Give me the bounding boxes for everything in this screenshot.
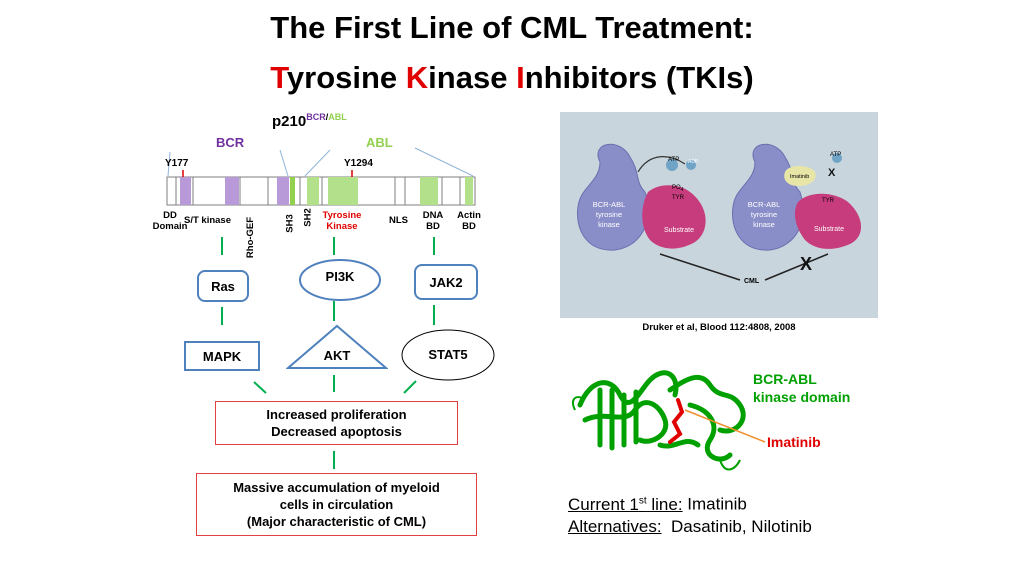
po4-text: PO <box>672 185 681 191</box>
alternatives-value: Dasatinib, Nilotinib <box>661 517 812 536</box>
ras-box: Ras <box>197 270 249 302</box>
akt-triangle <box>286 324 388 369</box>
svg-text:X: X <box>800 254 812 274</box>
current-value: Imatinib <box>682 494 747 514</box>
accumulation-text-3: (Major characteristic of CML) <box>246 514 427 529</box>
kinase-structure-illustration <box>572 370 766 471</box>
current-label-end: line: <box>646 494 683 514</box>
accumulation-text-1: Massive accumulation of myeloid <box>233 480 440 495</box>
accumulation-box: Massive accumulation of myeloid cells in… <box>196 473 477 536</box>
citation: Druker et al, Blood 112:4808, 2008 <box>642 322 796 333</box>
cml-label: CML <box>744 278 760 285</box>
pathway-connectors <box>221 237 435 469</box>
domain-text: Domain <box>152 221 188 232</box>
kinase-domain-label: BCR-ABL kinase domain <box>753 370 850 406</box>
p210-sup-bcr: BCR <box>306 112 326 122</box>
po4-sub: 4 <box>680 187 684 194</box>
actin-bd-label: Actin BD <box>452 210 486 232</box>
kinase-text: Kinase <box>326 221 358 232</box>
tyr-label-2: TYR <box>822 198 834 204</box>
tyrosine-text: Tyrosine <box>322 210 362 221</box>
p210-name: p210 <box>272 113 307 130</box>
stat5-label: STAT5 <box>428 347 468 362</box>
proliferation-text: Increased proliferation <box>266 407 407 422</box>
po4-label: PO4 <box>672 185 683 193</box>
tyrosine-kinase-label: Tyrosine Kinase <box>315 210 369 232</box>
tyrosine-text-2: tyrosine <box>750 210 778 219</box>
bcr-abl-text-2: BCR-ABL <box>747 200 781 209</box>
pi3k-ellipse <box>299 259 381 301</box>
bcr-label: BCR <box>216 135 245 150</box>
bcr-abl-text-1: BCR-ABL <box>592 200 626 209</box>
kinase-domain-line1: BCR-ABL <box>753 371 817 387</box>
current-label: Current 1st line: <box>568 495 683 514</box>
dd-text: DD <box>163 210 177 221</box>
tyrosine-text-1: tyrosine <box>595 210 623 219</box>
title-part-5: nhibitors (TKIs) <box>524 60 754 95</box>
kinase-word-1: kinase <box>598 220 620 229</box>
title-part-1: yrosine <box>286 60 406 95</box>
atp-label-1: ATP <box>668 157 680 163</box>
mapk-box: MAPK <box>184 341 260 371</box>
title-part-2: K <box>405 60 429 95</box>
title-part-0: T <box>270 60 287 95</box>
svg-text:X: X <box>828 167 836 179</box>
slide-title-line1: The First Line of CML Treatment: <box>270 10 754 45</box>
dna-bd-label: DNA BD <box>418 210 448 232</box>
pi3k-label: PI3K <box>325 269 355 284</box>
p210-schematic <box>166 147 476 206</box>
p210-sup-slash: / <box>325 112 329 122</box>
substrate-label-2: Substrate <box>814 226 844 233</box>
dd-domain-label: DD Domain <box>150 210 190 232</box>
stat5-ellipse <box>401 329 495 381</box>
adp-label-1: ADP <box>688 159 699 165</box>
imatinib-label: Imatinib <box>767 434 821 450</box>
imatinib-small-label: Imatinib <box>790 174 810 180</box>
sh3-label: SH3 <box>284 214 296 233</box>
kinase-domain-line2: kinase domain <box>753 389 851 405</box>
dna-bd-text: BD <box>426 221 440 232</box>
proliferation-box: Increased proliferation Decreased apopto… <box>215 401 458 445</box>
sh2-label: SH2 <box>302 208 314 227</box>
substrate-label-1: Substrate <box>664 227 694 234</box>
akt-label: AKT <box>323 348 351 363</box>
nls-label: NLS <box>389 215 408 226</box>
alternatives-line: Alternatives: Dasatinib, Nilotinib <box>568 516 812 538</box>
dna-text: DNA <box>422 210 444 221</box>
current-label-text: Current 1 <box>568 494 639 514</box>
st-kinase-label: S/T kinase <box>184 215 231 226</box>
actin-text: Actin <box>457 210 481 221</box>
current-label-sup: st <box>638 495 647 506</box>
kinase-text-1: BCR-ABL tyrosine kinase <box>580 200 638 230</box>
p210-label: p210BCR/ABL <box>272 112 347 130</box>
mechanism-panel: X X ATP ADP PO4 TYR BCR-ABL tyrosine kin… <box>560 112 878 318</box>
abl-label: ABL <box>366 135 393 150</box>
y1294-label: Y1294 <box>344 158 373 169</box>
p210-sup-abl: ABL <box>328 112 347 122</box>
slide-title-line2: Tyrosine Kinase Inhibitors (TKIs) <box>0 58 1024 98</box>
actin-bd-text: BD <box>462 221 476 232</box>
title-part-3: inase <box>428 60 517 95</box>
alternatives-label: Alternatives: <box>568 517 662 536</box>
current-line: Current 1st line: Imatinib <box>568 490 747 516</box>
apoptosis-text: Decreased apoptosis <box>271 424 402 439</box>
kinase-text-2: BCR-ABL tyrosine kinase <box>735 200 793 230</box>
tyr-label-1: TYR <box>672 195 684 201</box>
kinase-word-2: kinase <box>753 220 775 229</box>
atp-label-2: ATP <box>830 152 842 158</box>
mechanism-illustration: X X <box>576 143 862 281</box>
title-part-4: I <box>516 60 525 95</box>
y177-label: Y177 <box>165 158 189 169</box>
jak2-box: JAK2 <box>414 264 478 300</box>
accumulation-text-2: cells in circulation <box>279 497 394 512</box>
